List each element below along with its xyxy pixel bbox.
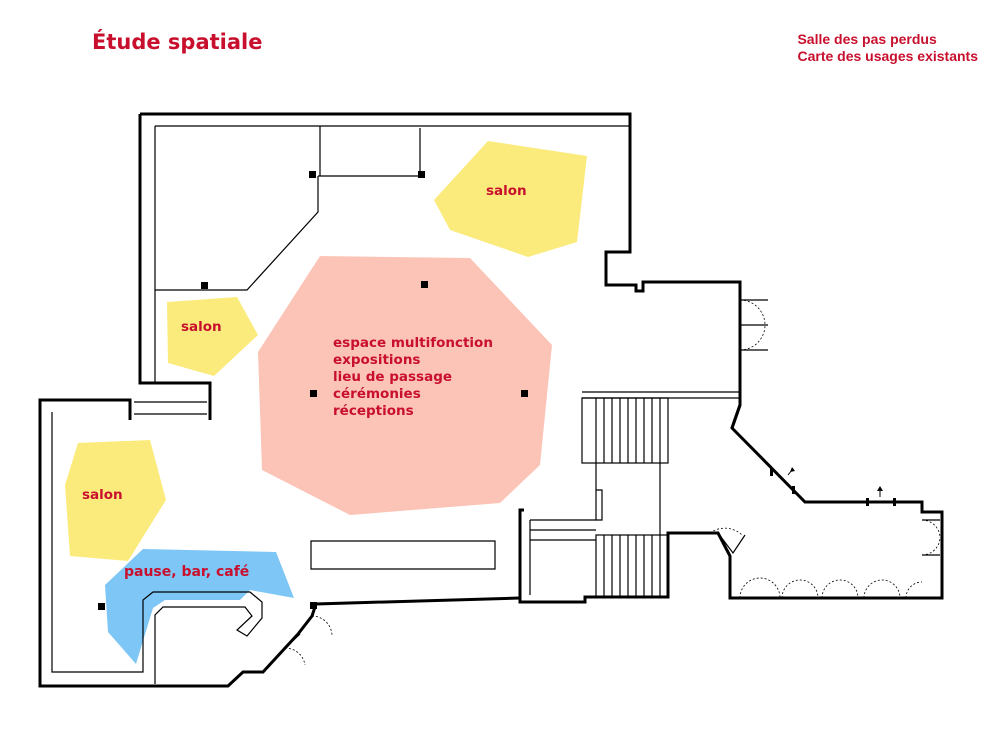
outer-wall-left <box>38 114 521 688</box>
subtitle-line-1: Salle des pas perdus <box>797 31 937 47</box>
label-salon-middle-left: salon <box>181 319 222 335</box>
multifunction-line: lieu de passage <box>333 369 452 385</box>
map-subtitle: Salle des pas perdus Carte des usages ex… <box>797 31 978 65</box>
zone-salon-bottom-left[interactable] <box>65 440 166 561</box>
zone-salon-top-right[interactable] <box>434 141 587 257</box>
stair-landing <box>595 463 661 535</box>
stairs-top <box>581 397 669 464</box>
label-salon-bottom-left: salon <box>82 487 123 503</box>
zone-salon-middle-left[interactable] <box>167 297 258 376</box>
zone-multifunction[interactable] <box>258 256 552 515</box>
label-bar: pause, bar, café <box>124 564 249 580</box>
inner-wall-top <box>154 125 630 383</box>
subtitle-line-2: Carte des usages existants <box>797 48 978 64</box>
pillars <box>98 171 528 610</box>
entry-wall <box>730 282 742 429</box>
window-left <box>134 401 207 415</box>
multifunction-line: espace multifonction <box>333 335 493 351</box>
multifunction-line: cérémonies <box>333 386 421 402</box>
inner-wall-left <box>51 412 263 684</box>
entry-arrows <box>770 467 896 506</box>
label-multifunction: espace multifonction expositions lieu de… <box>333 335 493 419</box>
label-salon-top-right: salon <box>486 183 527 199</box>
multifunction-line: expositions <box>333 352 420 368</box>
corridor-lines <box>529 391 740 595</box>
zone-bar[interactable] <box>105 549 294 664</box>
multifunction-line: réceptions <box>333 403 414 419</box>
stairs-bottom <box>595 534 669 598</box>
counter <box>310 540 496 570</box>
doors <box>284 299 941 666</box>
page-title: Étude spatiale <box>92 30 263 54</box>
